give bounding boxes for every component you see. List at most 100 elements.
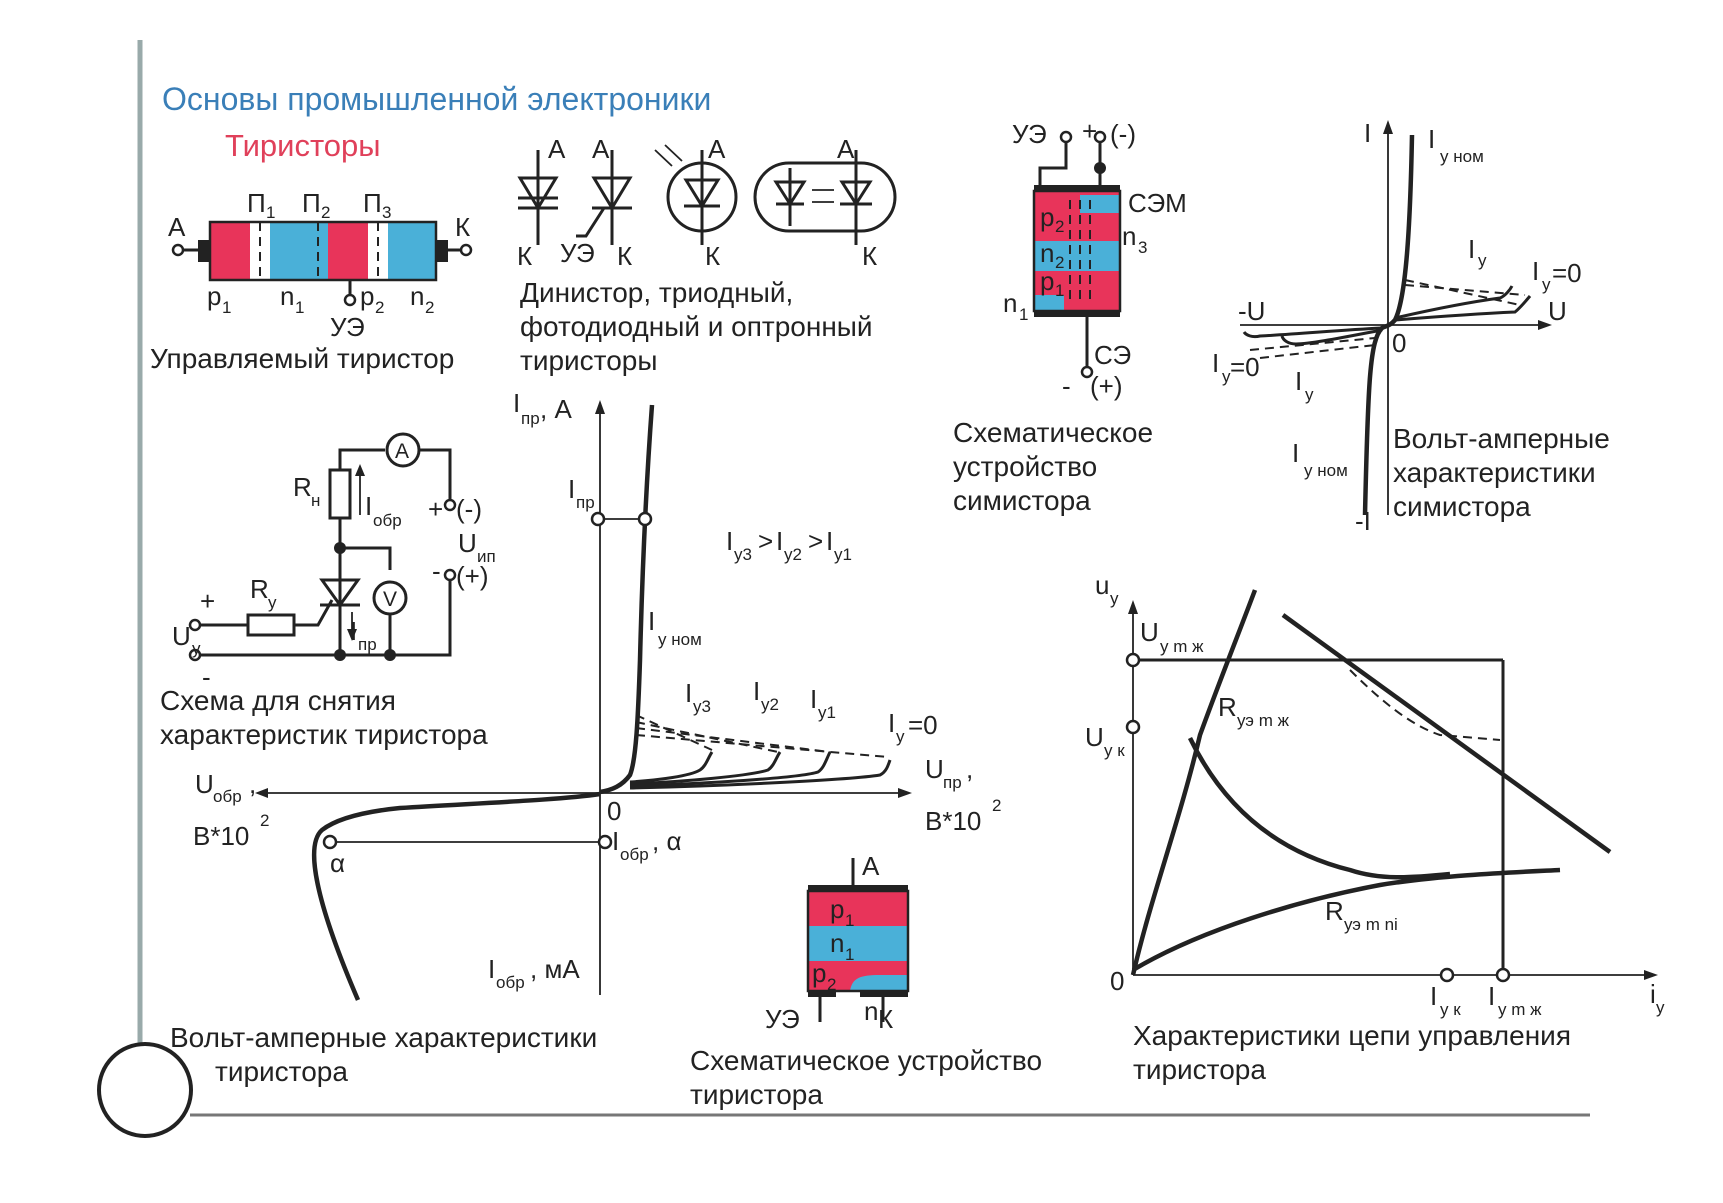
alpha-label: α [330, 848, 345, 878]
triac-p2-sub: 2 [1055, 217, 1064, 236]
layer-n2-sub: 2 [425, 298, 434, 317]
junction-p3-sub: 3 [382, 203, 391, 222]
upr-unit: В*10 [925, 806, 981, 836]
iyk-sub: у к [1440, 1000, 1461, 1019]
controlled-thyristor-caption: Управляемый тиристор [150, 343, 454, 374]
iymax-label: I [1488, 981, 1495, 1011]
ammeter-label: A [395, 440, 409, 463]
triac-iy0-bottom-eq: =0 [1230, 352, 1260, 382]
control-caption-2: тиристора [1133, 1054, 1266, 1085]
rymin-sub: уэ m ni [1344, 915, 1398, 934]
triode-thyristor-symbol: А УЭ К [560, 134, 633, 271]
triode-gate: УЭ [560, 238, 595, 268]
uy-axis-label: u [1095, 570, 1109, 600]
triac-device-caption-1: Схематическое [953, 417, 1153, 448]
opto-anode: А [837, 134, 855, 164]
dinistor-anode: А [548, 134, 566, 164]
ipr-marker-label: I [568, 474, 575, 504]
iobr-marker-label: I [612, 826, 619, 856]
device-cathode-label: К [878, 1004, 893, 1034]
triac-device-caption-3: симистора [953, 485, 1091, 516]
control-circuit-chart: u у U у m ж U у к R уэ m ж R уэ m ni 0 I… [1085, 570, 1665, 1085]
triode-cathode: К [617, 241, 632, 271]
junction-p2-sub: 2 [321, 203, 330, 222]
circuit-caption-1: Схема для снятия [160, 685, 396, 716]
controlled-thyristor-diagram: А К П 1 П 2 П 3 p 1 n 1 p 2 n 2 УЭ Управ… [150, 188, 473, 374]
iynom-label: I [648, 606, 655, 636]
rel-gt1: > [758, 526, 773, 556]
rel-i3: I [826, 526, 833, 556]
ipr-marker-sub: пр [576, 493, 595, 512]
triac-minus: - [1062, 371, 1071, 401]
control-origin: 0 [1110, 966, 1124, 996]
upr-sub: пр [943, 773, 962, 792]
uobr-unit: В*10 [193, 821, 249, 851]
cathode-label: К [455, 212, 470, 242]
triac-n2-sub: 2 [1055, 253, 1064, 272]
control-caption-1: Характеристики цепи управления [1133, 1020, 1571, 1051]
device-n1-label: n [830, 928, 844, 958]
circuit-plus-paren: (+) [456, 561, 489, 591]
uyk-sub: у к [1104, 741, 1125, 760]
rel-y3: у3 [734, 545, 752, 564]
device-p2-label: p [812, 958, 826, 988]
triac-iy-top-sub: у [1478, 251, 1487, 270]
rel-i2: I [776, 526, 783, 556]
uy-sub: у [192, 639, 201, 658]
triac-n1-label: n [1003, 288, 1017, 318]
rel-i1: I [726, 526, 733, 556]
triac-iynom-top-sub: у ном [1440, 147, 1484, 166]
device-p1-sub: 1 [845, 911, 854, 930]
triac-vac-chart: I -I U -U 0 I у ном I у I у =0 I у =0 I … [1212, 118, 1610, 536]
triac-i-axis: I [1364, 118, 1371, 148]
iy0-label: I [888, 708, 895, 738]
iy0-eq: =0 [908, 710, 938, 740]
uip-label: U [458, 528, 477, 558]
triac-iy0-top-eq: =0 [1552, 258, 1582, 288]
iobr-axis-sub: обр [496, 973, 525, 992]
uymax-label: U [1140, 617, 1159, 647]
layer-p1-sub: 1 [222, 298, 231, 317]
iy-relation: I у3 > I у2 > I у1 [726, 526, 852, 564]
ipr-label: I [350, 616, 357, 646]
rn-sub: н [311, 491, 320, 510]
device-p2-sub: 2 [827, 975, 836, 994]
dinistor-symbol: А К [517, 134, 566, 271]
triac-sem-label: СЭМ [1128, 188, 1187, 218]
uobr-label: U [195, 769, 214, 799]
triac-iy-top: I [1468, 234, 1475, 264]
device-n2-label: n [864, 996, 878, 1026]
gate-label: УЭ [330, 312, 365, 342]
triac-n2-label: n [1040, 238, 1054, 268]
triac-device-diagram: УЭ + (-) СЭМ p 2 n 2 p 1 n 3 n 1 СЭ - (+… [953, 116, 1187, 516]
rymin-label: R [1325, 896, 1344, 926]
junction-p3-label: П [363, 188, 382, 218]
anode-label: А [168, 212, 186, 242]
iy1-sub: у1 [818, 703, 836, 722]
page-title: Тиристоры [225, 128, 381, 163]
layer-p1-label: p [207, 281, 221, 311]
upr-exp: 2 [992, 796, 1001, 815]
uobr-sub: обр [213, 787, 242, 806]
iobr-label: I [365, 491, 372, 521]
opto-cathode: К [862, 241, 877, 271]
triac-plus-paren: (+) [1090, 371, 1123, 401]
triac-iynom-top: I [1428, 124, 1435, 154]
triac-n1-sub: 1 [1019, 305, 1028, 324]
triac-u-axis: U [1548, 296, 1567, 326]
uy-label: U [172, 621, 191, 651]
rel-gt2: > [808, 526, 823, 556]
uy-plus: + [200, 586, 215, 616]
layer-p2-label: p [360, 281, 374, 311]
thyristor-device-diagram: А p 1 n 1 p 2 УЭ n К Схематическое устро… [690, 851, 1042, 1110]
symbols-caption-line3: тиристоры [520, 345, 657, 376]
triac-plus: + [1082, 116, 1097, 146]
ipr-sub: пр [358, 635, 377, 654]
triode-anode: А [592, 134, 610, 164]
slide-frame [97, 40, 1590, 1138]
ipr-axis-label: I [513, 388, 520, 418]
rel-y2: у2 [784, 545, 802, 564]
ipr-axis-sub: пр [521, 409, 540, 428]
circuit-plus-top: + [428, 494, 443, 524]
iy3-label: I [685, 678, 692, 708]
